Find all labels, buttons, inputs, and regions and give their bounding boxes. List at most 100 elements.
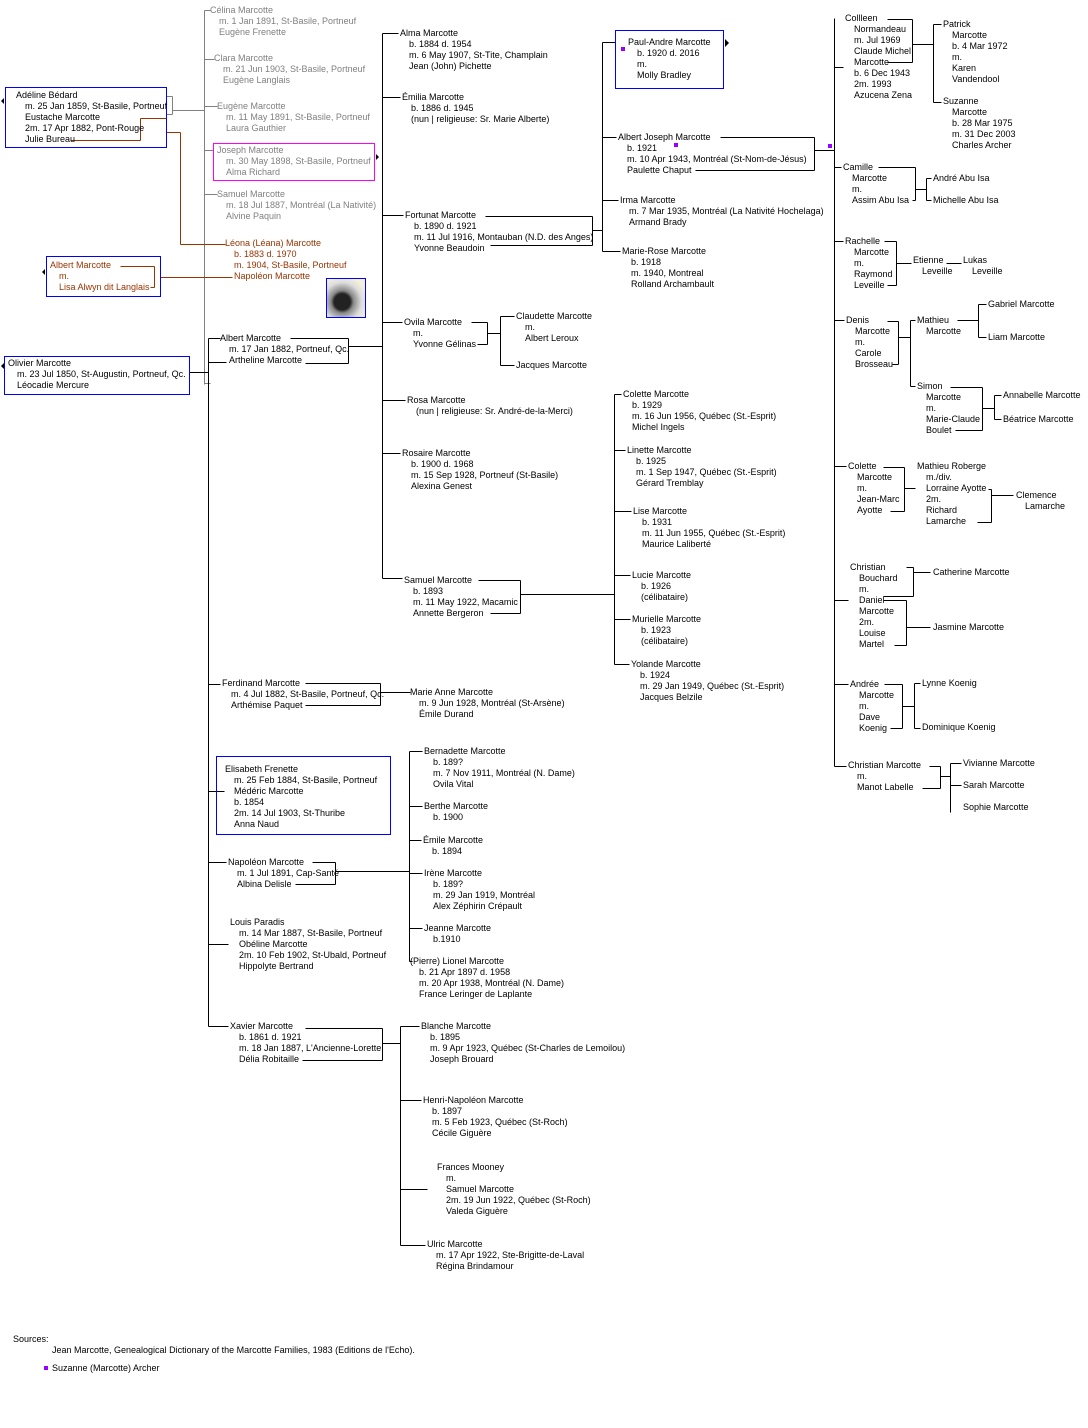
person-sarah[interactable]: Sarah Marcotte: [963, 780, 1025, 791]
expand-left-arrow-icon[interactable]: [42, 269, 45, 275]
family-box-paul-andre[interactable]: [615, 30, 724, 89]
person-detail: Lamarche: [1025, 501, 1066, 511]
family-box-mederic[interactable]: [216, 756, 391, 835]
person-detail: m.: [857, 771, 867, 781]
person-liam[interactable]: Liam Marcotte: [988, 332, 1045, 343]
highlight-box-joseph[interactable]: [213, 143, 375, 181]
expand-left-arrow-icon[interactable]: [1, 98, 4, 104]
person-detail: m. 4 Jul 1882, St-Basile, Portneuf, Qc.: [231, 689, 385, 699]
person-lynne[interactable]: Lynne Koenig: [922, 678, 977, 689]
family-box-olivier[interactable]: [4, 356, 190, 395]
expand-right-arrow-icon[interactable]: [376, 154, 379, 160]
family-box-adeline[interactable]: [5, 87, 167, 148]
person-name: (Pierre) Lionel Marcotte: [410, 956, 505, 966]
person-andre[interactable]: André Abu Isa: [933, 173, 990, 184]
person-name: Denis: [846, 315, 870, 325]
portrait-photo[interactable]: [326, 278, 366, 318]
person-catherine[interactable]: Catherine Marcotte: [933, 567, 1010, 578]
expand-right-arrow-icon[interactable]: [725, 39, 729, 47]
person-jacques[interactable]: Jacques Marcotte: [516, 360, 587, 371]
person-detail: b. 1931: [642, 517, 673, 527]
source-contributor[interactable]: Suzanne (Marcotte) Archer: [52, 1363, 160, 1373]
person-detail: Laura Gauthier: [226, 123, 287, 133]
person-gabriel[interactable]: Gabriel Marcotte: [988, 299, 1055, 310]
person-jasmine[interactable]: Jasmine Marcotte: [933, 622, 1004, 633]
person-rosa[interactable]: Rosa Marcotte(nun | religieuse: Sr. Andr…: [407, 395, 573, 417]
person-sophie[interactable]: Sophie Marcotte: [963, 802, 1029, 813]
person-detail: m. 11 Jul 1916, Montauban (N.D. des Ange…: [414, 232, 594, 242]
person-annabelle[interactable]: Annabelle Marcotte: [1003, 390, 1081, 401]
person-detail: Charles Archer: [952, 140, 1012, 150]
person-detail: Jacques Belzile: [640, 692, 703, 702]
contributor-marker-icon: [44, 1366, 48, 1370]
person-beatrice[interactable]: Béatrice Marcotte: [1003, 414, 1074, 425]
person-detail: b. 28 Mar 1975: [952, 118, 1013, 128]
person-detail: Marcotte: [855, 326, 891, 336]
person-vivianne[interactable]: Vivianne Marcotte: [963, 758, 1035, 769]
expand-left-arrow-icon[interactable]: [1, 363, 4, 369]
family-box-albert-lisa[interactable]: [46, 256, 161, 297]
person-michelle[interactable]: Michelle Abu Isa: [933, 195, 999, 206]
person-dominique[interactable]: Dominique Koenig: [922, 722, 996, 733]
